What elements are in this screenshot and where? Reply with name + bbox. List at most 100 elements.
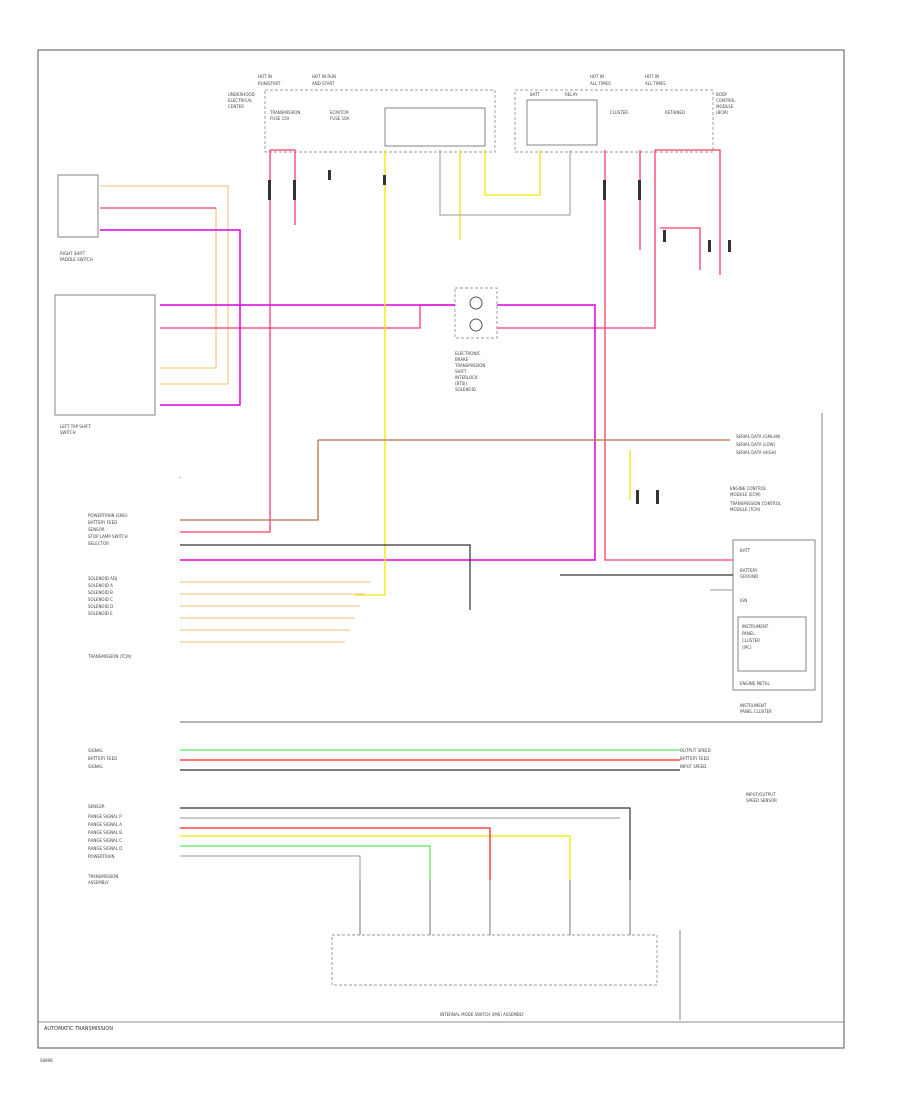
svg-text:RETAINED: RETAINED xyxy=(665,110,685,115)
svg-text:RIGHT SHIFT: RIGHT SHIFT xyxy=(60,251,86,256)
svg-text:SOLENOID E: SOLENOID E xyxy=(88,611,113,616)
diagram-title: AUTOMATIC TRANSMISSION xyxy=(44,1026,113,1032)
svg-text:INSTRUMENT: INSTRUMENT xyxy=(742,624,769,629)
svg-text:CLUSTER: CLUSTER xyxy=(610,110,628,115)
svg-text:HOT IN: HOT IN xyxy=(590,74,604,79)
svg-text:POWERTRAIN: POWERTRAIN xyxy=(88,854,115,859)
svg-text:BATT: BATT xyxy=(740,548,751,553)
svg-text:(BTSI): (BTSI) xyxy=(455,381,467,386)
svg-text:BODY: BODY xyxy=(716,92,728,97)
svg-text:OUTPUT SPEED: OUTPUT SPEED xyxy=(680,748,711,753)
svg-text:FUSE 15A: FUSE 15A xyxy=(270,116,290,121)
svg-text:TRANSMISSION CONTROL: TRANSMISSION CONTROL xyxy=(729,501,782,506)
right-shift-switch: RIGHT SHIFT PADDLE SWITCH xyxy=(57,174,99,262)
svg-text:SPEED SENSOR: SPEED SENSOR xyxy=(746,798,777,803)
svg-text:RELAY: RELAY xyxy=(565,92,578,97)
ims-switches xyxy=(359,880,631,935)
wire-peach-1 xyxy=(100,185,229,385)
svg-text:STOP LAMP SWITCH: STOP LAMP SWITCH xyxy=(88,534,128,539)
svg-text:SOLENOID C: SOLENOID C xyxy=(88,597,113,602)
svg-text:CENTER: CENTER xyxy=(228,104,244,109)
svg-text:(IPC): (IPC) xyxy=(742,645,752,650)
wire-yellow-5 xyxy=(180,835,571,880)
svg-text:ELECTRONIC: ELECTRONIC xyxy=(455,351,481,356)
svg-text:(BCM): (BCM) xyxy=(716,110,728,115)
svg-text:RUN/START: RUN/START xyxy=(258,81,281,86)
svg-text:BATTERY FEED: BATTERY FEED xyxy=(88,520,117,525)
svg-text:SIGNAL: SIGNAL xyxy=(88,764,104,769)
svg-text:SOLENOID: SOLENOID xyxy=(455,387,476,392)
wire-gray-3 xyxy=(439,150,571,216)
svg-text:RANGE SIGNAL B: RANGE SIGNAL B xyxy=(88,830,122,835)
svg-text:MODULE: MODULE xyxy=(716,104,734,109)
svg-text:ASSEMBLY: ASSEMBLY xyxy=(88,880,109,885)
svg-text:PANEL CLUSTER: PANEL CLUSTER xyxy=(740,709,772,714)
wire-pink-4 xyxy=(660,227,701,270)
instrument-cluster: BATT BATTERY GROUND IGN INSTRUMENT PANEL… xyxy=(732,539,816,714)
wire-gray-2 xyxy=(180,855,361,880)
wire-magenta-3 xyxy=(180,304,596,561)
connector-pins xyxy=(268,170,731,504)
svg-text:AND START: AND START xyxy=(312,81,335,86)
wire-green-2 xyxy=(180,845,431,880)
wire-black-3 xyxy=(180,544,471,610)
svg-text:RANGE SIGNAL P: RANGE SIGNAL P xyxy=(88,814,122,819)
wire-pink-5 xyxy=(270,149,296,225)
svg-text:SERIAL DATA (LOW): SERIAL DATA (LOW) xyxy=(736,442,776,447)
wire-group xyxy=(100,149,733,880)
svg-text:INTERLOCK: INTERLOCK xyxy=(455,375,478,380)
diagram-footer-code: S8898 xyxy=(40,1058,53,1063)
wire-yellow-3 xyxy=(484,150,541,196)
svg-text:ENGINE METAL: ENGINE METAL xyxy=(740,681,770,686)
svg-text:RANGE SIGNAL D: RANGE SIGNAL D xyxy=(88,846,122,851)
svg-text:SERIAL DATA (HIGH): SERIAL DATA (HIGH) xyxy=(736,450,777,455)
wire-pink-2 xyxy=(160,304,455,329)
svg-text:ELECTRICAL: ELECTRICAL xyxy=(228,98,253,103)
svg-text:POWERTRAIN (ENG): POWERTRAIN (ENG) xyxy=(88,513,128,518)
left-shift-switch: LEFT TAP SHIFT SWITCH xyxy=(54,294,156,435)
wire-pink-3 xyxy=(497,149,721,329)
svg-text:HOT IN: HOT IN xyxy=(645,74,659,79)
svg-text:SENSOR: SENSOR xyxy=(88,527,105,532)
svg-text:MODULE (TCM): MODULE (TCM) xyxy=(730,507,761,512)
svg-text:BATT: BATT xyxy=(530,92,541,97)
svg-text:SENSOR: SENSOR xyxy=(88,804,105,809)
svg-text:FUSE 10A: FUSE 10A xyxy=(330,116,350,121)
svg-text:SELECTOR: SELECTOR xyxy=(88,541,109,546)
svg-text:SOLENOID ADJ: SOLENOID ADJ xyxy=(88,576,117,581)
fuse-block-left: HOT IN RUN/START HOT IN RUN AND START UN… xyxy=(228,74,496,153)
wire-pink-7 xyxy=(604,150,733,561)
svg-text:SOLENOID A: SOLENOID A xyxy=(88,583,113,588)
svg-text:SHIFT: SHIFT xyxy=(455,369,467,374)
svg-text:CONTROL: CONTROL xyxy=(716,98,736,103)
diagram-frame xyxy=(37,49,845,1049)
svg-text:SOLENOID D: SOLENOID D xyxy=(88,604,113,609)
svg-text:INSTRUMENT: INSTRUMENT xyxy=(740,703,767,708)
ims-assembly xyxy=(331,930,681,1020)
svg-text:PANEL: PANEL xyxy=(742,631,755,636)
wire-pink-6 xyxy=(180,150,271,533)
svg-text:BATTERY FEED: BATTERY FEED xyxy=(88,756,117,761)
svg-text:UNDERHOOD: UNDERHOOD xyxy=(228,92,255,97)
svg-text:HOT IN: HOT IN xyxy=(258,74,272,79)
svg-text:SIGNAL: SIGNAL xyxy=(88,748,104,753)
wire-black-2 xyxy=(180,807,631,880)
svg-text:MODULE (ECM): MODULE (ECM) xyxy=(730,492,761,497)
wire-brown-2 xyxy=(180,440,319,521)
svg-text:LEFT TAP SHIFT: LEFT TAP SHIFT xyxy=(60,424,91,429)
svg-text:GROUND: GROUND xyxy=(740,574,758,579)
fuse-block-right: HOT IN ALL TIMES HOT IN ALL TIMES BODY C… xyxy=(514,74,736,153)
svg-text:INPUT SPEED: INPUT SPEED xyxy=(680,764,706,769)
svg-text:ECM/TCM: ECM/TCM xyxy=(330,110,349,115)
svg-text:INPUT/OUTPUT: INPUT/OUTPUT xyxy=(746,792,776,797)
steering-control: ELECTRONIC BRAKE TRANSMISSION SHIFT INTE… xyxy=(454,287,498,392)
svg-text:BATTERY: BATTERY xyxy=(740,568,758,573)
svg-text:RANGE SIGNAL A: RANGE SIGNAL A xyxy=(88,822,122,827)
svg-text:BRAKE: BRAKE xyxy=(455,357,469,362)
svg-text:ALL TIMES: ALL TIMES xyxy=(590,81,611,86)
svg-text:RANGE SIGNAL C: RANGE SIGNAL C xyxy=(88,838,122,843)
svg-text:CLUSTER: CLUSTER xyxy=(742,638,760,643)
svg-text:TRANSMISSION (TCM): TRANSMISSION (TCM) xyxy=(87,654,132,659)
wire-red-2 xyxy=(180,827,491,880)
